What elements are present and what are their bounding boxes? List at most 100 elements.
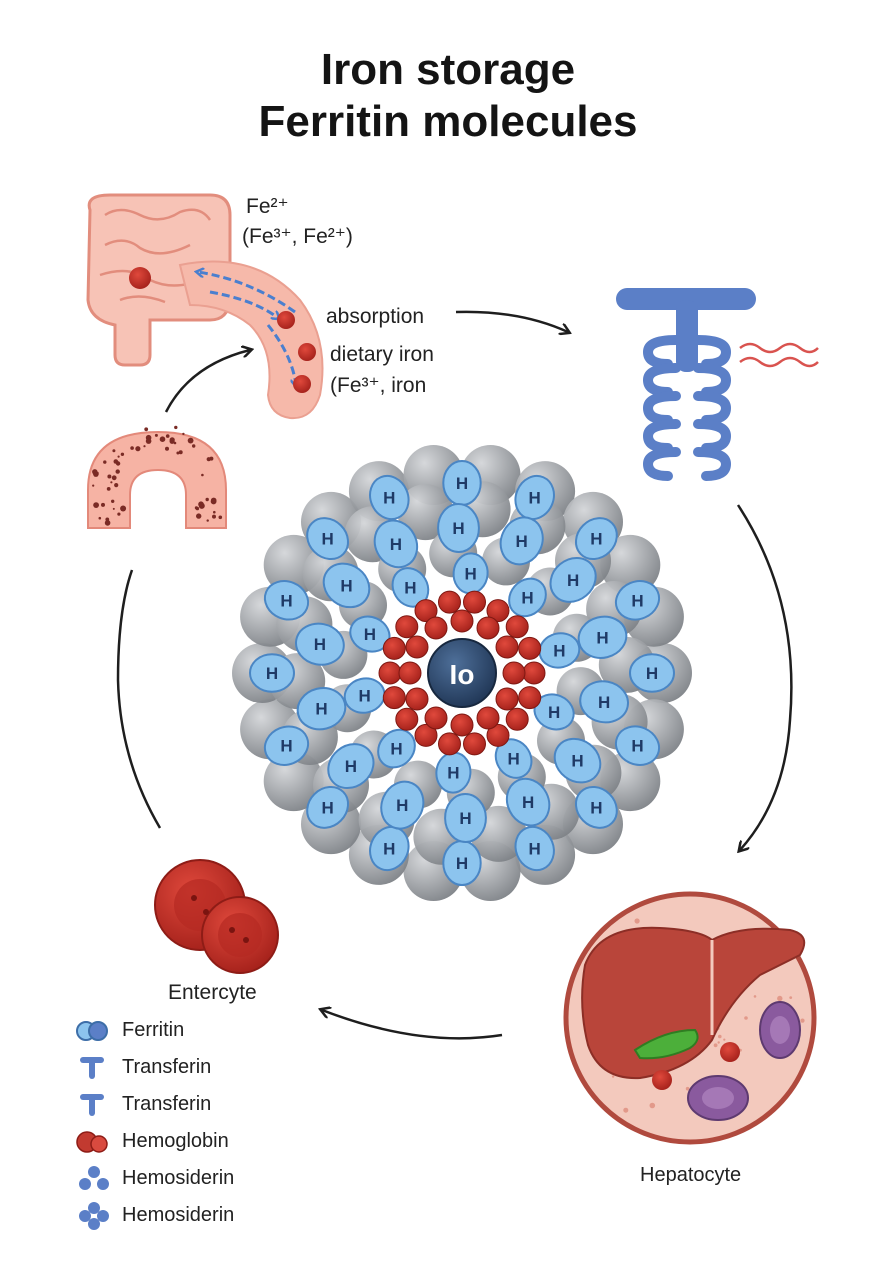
tissue-speck (144, 427, 149, 432)
legend-item: Hemosiderin (74, 1197, 374, 1234)
cytoplasm-speck (744, 1016, 748, 1020)
iron-particle (476, 616, 500, 640)
arrow-transferrin-to-hepatocyte (736, 504, 793, 850)
subunit-letter: H (280, 591, 292, 610)
tissue-speck (176, 451, 180, 455)
cytoplasm-speck (634, 918, 640, 924)
ferritin-h-subunit: H (295, 622, 345, 666)
enterocyte-villus (87, 425, 227, 529)
subunit-letter: H (315, 700, 327, 719)
tissue-speck (117, 512, 121, 516)
subunit-letter: H (364, 625, 376, 644)
tissue-speck (174, 425, 178, 430)
tissue-speck (143, 445, 146, 448)
legend-item: Hemoglobin (74, 1123, 374, 1160)
tissue-speck (104, 520, 111, 526)
cytoplasm-speck (789, 996, 793, 999)
iron-particle (405, 635, 429, 659)
label-fe3-iron: (Fe³⁺, iron (330, 374, 427, 397)
tissue-speck (173, 441, 177, 445)
tissue-speck (112, 449, 116, 453)
cytoplasm-speck (753, 995, 757, 998)
subunit-letter: H (314, 635, 326, 654)
hemoglobin-icon (76, 1130, 108, 1153)
ferritin-core-label: Io (450, 659, 475, 690)
transferrin-loop (693, 419, 732, 453)
subunit-letter: H (447, 764, 459, 783)
iron-particle (463, 732, 486, 756)
tissue-speck (105, 517, 110, 522)
ferritin-h-subunit: H (574, 785, 618, 829)
subunit-letter: H (464, 564, 476, 583)
transferrin-loop (642, 391, 681, 425)
subunit-letter: H (390, 535, 402, 554)
tissue-speck (114, 483, 119, 488)
iron-particle (129, 267, 151, 289)
ferritin-h-subunit: H (249, 653, 295, 693)
iron-particle (450, 713, 474, 737)
transferrin-loop (642, 335, 681, 369)
iron-particle (405, 687, 429, 711)
ferritin-iron-core (427, 638, 497, 708)
tissue-speck (212, 514, 216, 519)
title-line-2: Ferritin molecules (258, 97, 638, 146)
iron-particle (298, 343, 316, 361)
transferrin-loop (693, 363, 732, 397)
arrow-absorption-to-transferrin (455, 310, 568, 332)
ferritin-h-subunit: H (306, 517, 350, 561)
ferritin-h-subunit: H (349, 615, 391, 653)
cytoplasm-speck (800, 1018, 805, 1023)
transferrin-receptor (616, 288, 819, 481)
tissue-speck (115, 461, 121, 466)
legend-label: Ferritin (122, 1019, 185, 1041)
tissue-speck (206, 457, 211, 462)
transferrin-loop (642, 363, 681, 397)
tissue-speck (218, 515, 223, 520)
ferritin-h-subunit: H (369, 825, 410, 872)
tissue-speck (178, 450, 183, 455)
subunit-letter: H (452, 519, 464, 538)
subunit-letter: H (280, 737, 292, 756)
subunit-letter: H (358, 687, 370, 706)
cytoplasm-speck (685, 1086, 690, 1091)
tissue-speck (159, 436, 166, 443)
subunit-letter: H (590, 530, 602, 549)
transferrin-loop (693, 391, 732, 425)
legend-label: Hemoglobin (122, 1130, 229, 1152)
ferritin-gray-subunit (263, 751, 324, 812)
ferritin-h-subunit: H (263, 580, 310, 621)
ferritin-h-subunit: H (452, 552, 489, 595)
iron-particle (382, 686, 406, 710)
iron-particle (495, 687, 519, 711)
subunit-letter: H (383, 489, 395, 508)
iron-particle (395, 615, 419, 639)
ferritin-h-subunit: H (377, 728, 416, 769)
iron-particle (450, 609, 474, 633)
tissue-speck (206, 519, 209, 522)
transferrin-icon (80, 1056, 104, 1079)
tissue-speck (98, 516, 102, 520)
ferritin-gray-subunit (600, 534, 661, 595)
tissue-speck (198, 501, 204, 508)
subunit-letter: H (529, 840, 541, 859)
cytoplasm-speck (713, 1043, 718, 1048)
transferrin-loop (642, 447, 681, 481)
gallbladder (633, 1028, 699, 1060)
tissue-speck (106, 487, 111, 491)
iron-particle (522, 661, 546, 685)
iron-particle (486, 599, 510, 623)
iron-particle (486, 723, 510, 747)
iron-particle (518, 686, 542, 710)
tissue-speck (95, 471, 99, 475)
tissue-speck (130, 446, 134, 450)
legend-item: Transferin (74, 1049, 374, 1086)
legend-label: Hemosiderin (122, 1204, 235, 1226)
iron-particle (414, 599, 438, 623)
tissue-speck (145, 438, 152, 444)
iron-particle (502, 661, 526, 685)
iron-particle (495, 635, 519, 659)
legend-item: Hemosiderin (74, 1160, 374, 1197)
hemosiderin-icon (79, 1201, 109, 1230)
subunit-letter: H (596, 628, 608, 647)
tissue-speck (165, 434, 170, 438)
